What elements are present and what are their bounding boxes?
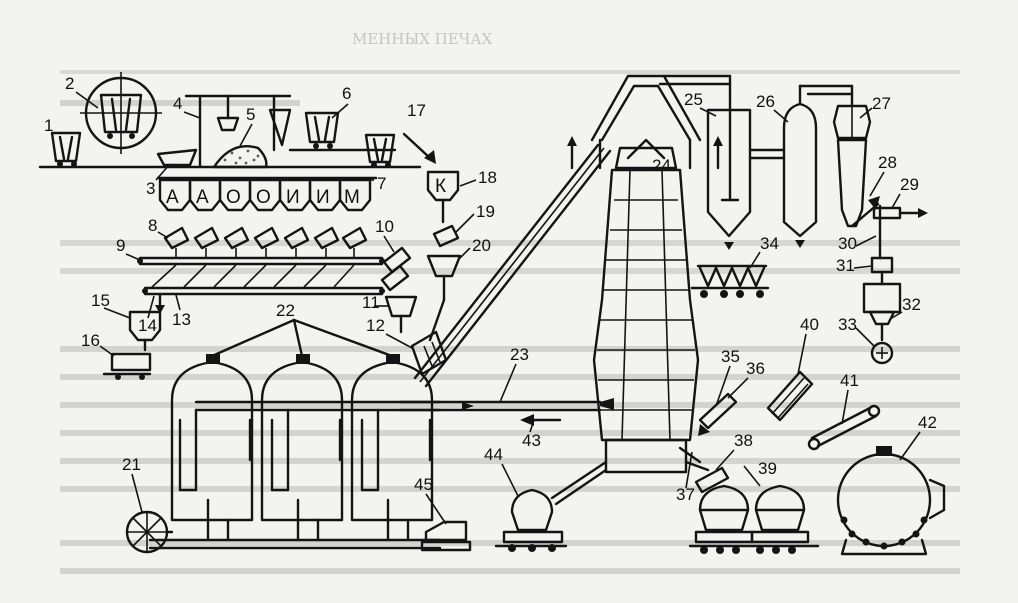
label-1: 1 [44,116,53,135]
label-3: 3 [146,179,155,198]
hot-blast-stoves [125,318,602,554]
label-26: 26 [756,92,775,111]
label-30: 30 [838,234,857,253]
callout-labels: 1 2 3 4 5 6 7 8 9 10 11 12 13 14 15 16 1… [44,74,937,525]
label-36: 36 [746,359,765,378]
gas-cleaning [706,84,928,365]
label-15: 15 [91,291,110,310]
label-21: 21 [122,455,141,474]
bin-letter: О [256,187,271,208]
label-18: 18 [478,168,497,187]
ore-yard [38,72,422,169]
coke-feed: К [402,132,462,342]
bin-letter: М [344,187,360,208]
label-12: 12 [366,316,385,335]
label-8: 8 [148,216,157,235]
rail-wagon-mid [304,111,340,149]
label-44: 44 [484,445,503,464]
label-24: 24 [652,156,671,175]
bin-letter: И [316,187,330,208]
crane-gantry [184,94,292,169]
hopper-letter: К [435,176,446,197]
label-40: 40 [800,315,819,334]
label-45: 45 [414,475,433,494]
label-23: 23 [510,345,529,364]
label-14: 14 [138,316,157,335]
pig-machine [690,264,770,298]
label-37: 37 [676,485,695,504]
label-33: 33 [838,315,857,334]
label-39: 39 [758,459,777,478]
label-17: 17 [407,101,426,120]
label-38: 38 [734,431,753,450]
flux-feed [102,310,162,380]
label-2: 2 [65,74,74,93]
label-7: 7 [377,174,386,193]
screens-and-conveyors [137,226,385,314]
rail-wagon-left [50,131,82,167]
label-20: 20 [472,236,491,255]
header-text: МЕННЫХ ПЕЧАХ [352,30,493,48]
slag-handling [678,370,946,556]
label-6: 6 [342,84,351,103]
label-29: 29 [900,175,919,194]
iron-ladle-area [420,414,568,552]
label-16: 16 [81,331,100,350]
blast-furnace [550,74,732,506]
label-9: 9 [116,236,125,255]
label-35: 35 [721,347,740,366]
label-42: 42 [918,413,937,432]
rail-wagon-right [364,133,396,168]
background-page-text: МЕННЫХ ПЕЧАХ [60,30,960,574]
label-4: 4 [173,94,182,113]
bin-letter: А [196,187,209,208]
bin-letter: А [166,187,179,208]
label-43: 43 [522,431,541,450]
label-5: 5 [246,105,255,124]
label-10: 10 [375,217,394,236]
label-13: 13 [172,310,191,329]
label-22: 22 [276,301,295,320]
label-19: 19 [476,202,495,221]
skip-hoist-incline [413,143,612,388]
stock-bins: А А О О И И М [156,176,378,212]
label-34: 34 [760,234,779,253]
bin-letter: И [286,187,300,208]
car-dumper [80,72,162,154]
label-25: 25 [684,90,703,109]
label-41: 41 [840,371,859,390]
air-blower [125,510,174,554]
bin-letter: О [226,187,241,208]
label-31: 31 [836,256,855,275]
label-32: 32 [902,295,921,314]
label-11: 11 [362,293,380,312]
label-28: 28 [878,153,897,172]
label-27: 27 [872,94,891,113]
